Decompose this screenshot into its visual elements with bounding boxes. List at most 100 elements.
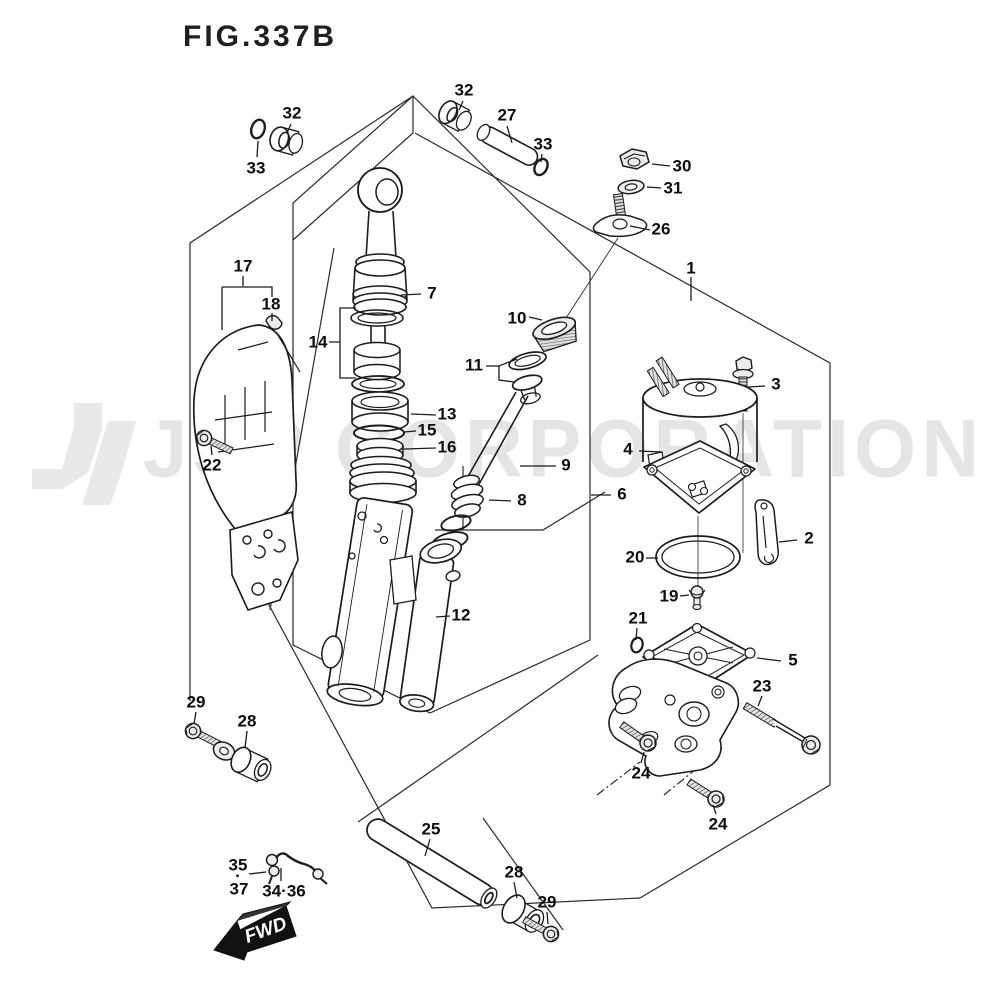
part-label-21: 21 <box>629 609 648 628</box>
leader-line-25 <box>424 838 431 857</box>
part-label-13: 13 <box>438 405 457 424</box>
part-label-28: 28 <box>505 863 524 882</box>
seal-ring-14a <box>350 309 404 327</box>
outline-boxes <box>189 95 831 931</box>
part-label-22: 22 <box>203 456 222 475</box>
part-label-29: 29 <box>187 693 206 712</box>
oring-20 <box>655 535 741 579</box>
cylinder-mouth <box>419 538 463 564</box>
motor-flange <box>643 440 756 514</box>
part-label-33: 33 <box>247 159 266 178</box>
right-box-outline <box>414 132 831 899</box>
part-label-16: 16 <box>438 438 457 457</box>
leader-line-30 <box>651 163 671 167</box>
pin-27 <box>476 123 539 166</box>
part-label-31: 31 <box>664 179 683 198</box>
leader-line-35 <box>248 871 267 875</box>
part-label-17: 17 <box>234 257 253 276</box>
part-label-23: 23 <box>753 677 772 696</box>
part-label-8: 8 <box>517 491 526 510</box>
part-label-3: 3 <box>771 375 780 394</box>
oring-33-top <box>533 157 549 177</box>
bushing-32-top <box>438 100 472 133</box>
part-label-12: 12 <box>452 606 471 625</box>
anode-wire-34-36 <box>265 852 328 885</box>
washer-38 <box>212 741 236 761</box>
leader-line-28 <box>513 881 518 899</box>
part-label-25: 25 <box>422 820 441 839</box>
leader-line-23 <box>757 695 763 707</box>
part-label-5: 5 <box>788 651 797 670</box>
leader-line-33 <box>256 140 259 158</box>
part-labels-layer: 1234567891011121314151617181920212223242… <box>187 81 814 925</box>
leader-line-32 <box>286 123 292 134</box>
leader-line-11 <box>498 366 515 383</box>
part-label-4: 4 <box>623 440 633 459</box>
nut-30 <box>619 148 650 170</box>
part-label-1: 1 <box>686 259 695 278</box>
oring-33-left <box>249 118 267 140</box>
part-label-26: 26 <box>652 220 671 239</box>
leader-line-4 <box>638 450 663 453</box>
pump-flange-5 <box>642 622 756 691</box>
part-label-32: 32 <box>455 81 474 100</box>
cylinder-detail-holes <box>348 511 389 560</box>
part-label-33: 33 <box>534 135 553 154</box>
bracket-9-bottom <box>435 491 606 531</box>
leader-line-31 <box>646 186 662 189</box>
leader-line-7 <box>400 293 422 296</box>
bolt-3 <box>732 356 754 412</box>
part-label-9: 9 <box>561 456 570 475</box>
top-box-edge <box>292 96 414 241</box>
leader-line-26 <box>629 225 651 231</box>
leader-line-5 <box>756 657 782 662</box>
rod-eye <box>357 167 403 213</box>
grommet-19 <box>688 585 706 611</box>
cylinder-body-12 <box>321 497 461 713</box>
leader-line-29 <box>193 711 197 725</box>
shield-plate-holes <box>242 529 286 596</box>
part-label-11: 11 <box>465 356 483 375</box>
leader-line-13 <box>410 413 437 416</box>
part-label-27: 27 <box>498 106 517 125</box>
cylinder-gland <box>349 455 417 504</box>
leader-line-33 <box>540 153 543 163</box>
piston-rod-assembly <box>349 167 417 504</box>
left-box-outline <box>189 95 414 701</box>
tube-25 <box>366 818 498 909</box>
part-label-28: 28 <box>238 712 257 731</box>
piston-cap-7 <box>352 259 408 316</box>
part-label-30: 30 <box>673 157 692 176</box>
part-label-24: 24 <box>632 764 651 783</box>
spacer-14b <box>353 341 401 381</box>
oring-21 <box>630 636 644 654</box>
bolt-23 <box>742 701 821 755</box>
bottom-box-right-edge <box>482 817 564 931</box>
figure-title: FIG.337B <box>183 20 338 53</box>
cap-10 <box>532 316 577 353</box>
washer-31 <box>617 179 645 195</box>
leader-line-27 <box>506 125 513 144</box>
part-label-10: 10 <box>508 309 527 328</box>
part-label-·: · <box>235 867 241 886</box>
part-label-29: 29 <box>538 893 557 912</box>
screw-35-37 <box>268 865 280 885</box>
shield-bracket-plate <box>229 510 299 611</box>
leader-line-17 <box>222 286 273 297</box>
part-label-18: 18 <box>262 295 281 314</box>
leader-line-29 <box>546 911 549 925</box>
part-label-19: 19 <box>660 587 679 606</box>
valve-align-line <box>565 237 619 319</box>
strap-2 <box>754 499 779 566</box>
leader-line-22 <box>210 445 213 456</box>
leader-line-21 <box>635 627 638 641</box>
leader-line-28 <box>244 730 248 749</box>
bottom-box-outline <box>261 591 641 909</box>
center-box-outline <box>292 95 591 714</box>
leader-line-24 <box>640 751 645 764</box>
leader-line-24 <box>712 804 717 815</box>
backup-ring <box>440 514 472 532</box>
part-label-6: 6 <box>617 485 626 504</box>
bolt-24-lower <box>683 774 728 811</box>
